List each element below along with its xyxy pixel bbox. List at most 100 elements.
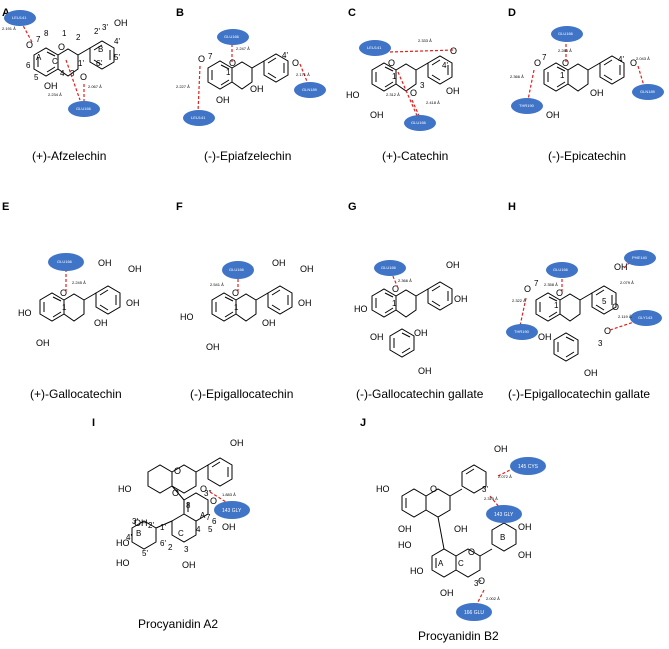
atom-label: O (210, 496, 217, 506)
residue-bubble (48, 253, 84, 271)
atom-label: O (612, 302, 619, 312)
atom-number-label: 6' (160, 539, 166, 548)
atom-number-label: A (200, 511, 206, 520)
atom-label: OH (134, 518, 148, 528)
distance-label: 2.322 Å (512, 298, 526, 303)
atom-label: OH (298, 298, 312, 308)
residue-bubble (511, 98, 543, 114)
atom-label: O (229, 58, 236, 68)
panel-letter: G (348, 201, 357, 213)
atom-label: OH (182, 560, 196, 570)
panel-c: C O HO OH O O OH 1 3 4' LEU141 GLU166 2.… (346, 7, 460, 163)
panel-letter: E (2, 201, 9, 213)
atom-label: OH (126, 298, 140, 308)
atom-label: O (200, 484, 207, 494)
residue-label: GLU166 (381, 265, 397, 270)
atom-label: OH (398, 524, 412, 534)
residue-bubble (374, 260, 406, 276)
atom-label: O (430, 484, 437, 494)
residue-label: LEU141 (367, 45, 382, 50)
atom-label: HO (118, 484, 132, 494)
distance-label: 2.043 Å (636, 56, 650, 61)
atom-label: OH (128, 264, 142, 274)
atom-label: O (232, 288, 239, 298)
distance-label: 2.315 Å (484, 496, 498, 501)
atom-number-label: 7 (542, 53, 547, 62)
residue-bubble (222, 261, 254, 279)
distance-label: 2.171 Å (296, 72, 310, 77)
atom-label: O (478, 576, 485, 586)
atom-label: OH (114, 18, 128, 28)
atom-label: OH (590, 88, 604, 98)
atom-label: OH (454, 524, 468, 534)
atom-label: O (392, 284, 399, 294)
atom-label: OH (418, 366, 432, 376)
caption: (-)-Epicatechin (548, 149, 626, 163)
atom-label: O (556, 288, 563, 298)
atom-number-label: 3 (70, 69, 75, 78)
caption: (+)-Catechin (382, 149, 448, 163)
caption: Procyanidin A2 (138, 617, 218, 631)
atom-label: HO (116, 538, 130, 548)
panel-letter: I (92, 417, 95, 429)
atom-label: OH (36, 338, 50, 348)
residue-bubble (456, 603, 492, 621)
panel-letter: H (508, 201, 516, 213)
residue-bubble (404, 115, 436, 131)
panel-letter: A (2, 7, 10, 19)
residue-bubble (183, 110, 215, 126)
atom-number-label: B (136, 529, 141, 538)
atom-label: OH (614, 262, 628, 272)
residue-label: THR190 (514, 329, 530, 334)
atom-number-label: 5 (602, 297, 607, 306)
residue-bubble (486, 505, 522, 523)
residue-label: 145 CYS (518, 464, 539, 470)
atom-number-label: 4 (60, 69, 65, 78)
atom-number-label: 4' (442, 61, 448, 70)
atom-number-label: 1 (62, 303, 67, 312)
atom-label: OH (370, 332, 384, 342)
atom-number-label: 1 (392, 299, 397, 308)
residue-bubble (551, 26, 583, 42)
caption: Procyanidin B2 (418, 629, 499, 643)
residue-label: GLU166 (224, 34, 240, 39)
distance-label: 2.333 Å (418, 38, 432, 43)
atom-label: O (410, 88, 417, 98)
atom-number-label: 1 (234, 303, 239, 312)
atom-number-label: 3' (482, 485, 488, 494)
atom-number-label: 8 (186, 501, 191, 510)
atom-label: O (388, 58, 395, 68)
atom-number-label: 6' (96, 59, 102, 68)
atom-label: OH (446, 260, 460, 270)
atom-label: OH (206, 342, 220, 352)
atom-number-label: 1' (78, 59, 84, 68)
atom-label: O (468, 547, 475, 557)
atom-number-label: 3 (184, 545, 189, 554)
caption: (-)-Epiafzelechin (204, 149, 291, 163)
atom-label: O (174, 466, 181, 476)
atom-label: OH (518, 550, 532, 560)
residue-bubble (632, 84, 664, 100)
atom-label: O (80, 72, 87, 82)
panel-h: H O O OH OH O O OH 1 7 5 3 GLU166 PHE140… (506, 201, 662, 401)
distance-label: 2.358 Å (544, 282, 558, 287)
atom-label: HO (354, 304, 368, 314)
atom-number-label: A (438, 559, 444, 568)
residue-label: GLU166 (229, 267, 245, 272)
atom-number-label: 6 (212, 517, 217, 526)
residue-label: 166 GLU (464, 610, 484, 616)
atom-label: HO (398, 540, 412, 550)
residue-bubble (294, 82, 326, 98)
atom-label: OH (494, 444, 508, 454)
atom-number-label: 7 (36, 35, 41, 44)
panel-g: G O HO OH OH OH OH OH 1 GLU166 2.366 Å (… (348, 201, 484, 401)
residue-bubble (217, 29, 249, 45)
atom-label: OH (518, 522, 532, 532)
caption: (-)-Epigallocatechin (190, 387, 293, 401)
atom-label: HO (376, 484, 390, 494)
atom-label: OH (454, 294, 468, 304)
atom-label: OH (230, 438, 244, 448)
atom-number-label: 8 (44, 29, 49, 38)
atom-label: OH (538, 332, 552, 342)
caption: (-)-Epigallocatechin gallate (508, 387, 650, 401)
